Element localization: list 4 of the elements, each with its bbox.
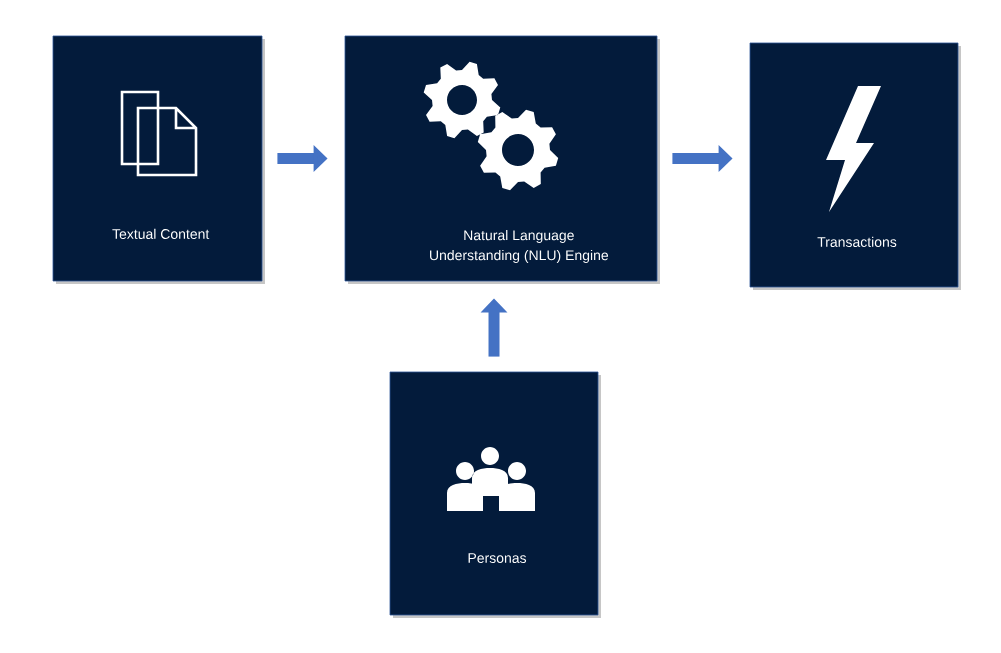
content-box: Transactions — [749, 42, 961, 290]
content-box: Natural Language Understanding (NLU) Engine — [344, 35, 660, 284]
content-box: Textual Content — [52, 35, 265, 284]
content-box: Personas — [389, 371, 601, 618]
